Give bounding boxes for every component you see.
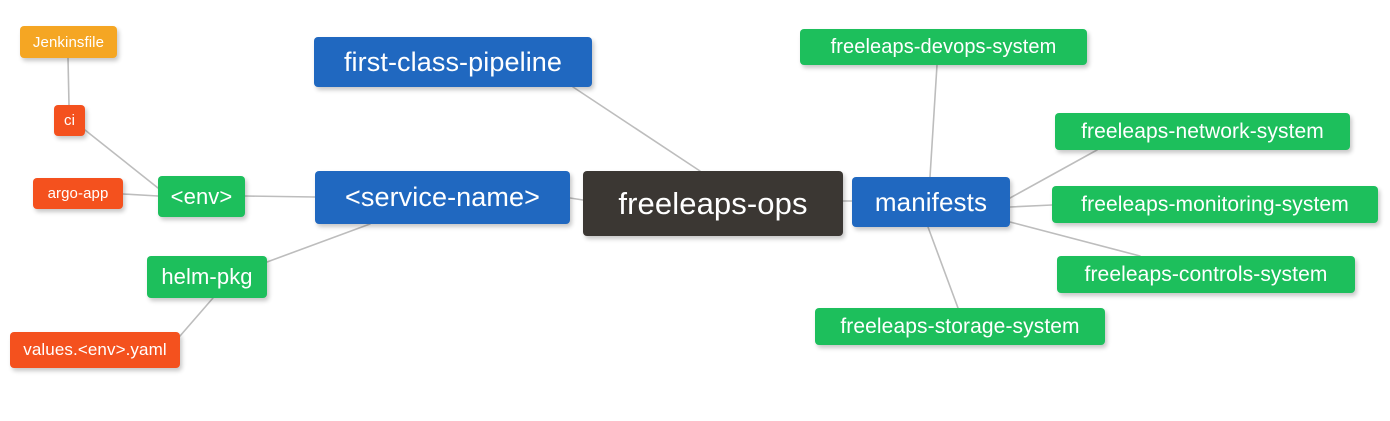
edge-first-class-pipeline-to-freeleaps-ops	[572, 86, 701, 172]
edge-manifests-to-devops-system	[929, 64, 938, 178]
mindmap-node-argo-app[interactable]: argo-app	[33, 178, 123, 209]
edge-ci-to-env	[84, 129, 159, 189]
mindmap-node-devops-system[interactable]: freeleaps-devops-system	[800, 29, 1087, 65]
edge-service-name-to-freeleaps-ops	[569, 197, 584, 201]
edge-values-env-yaml-to-helm-pkg	[179, 297, 214, 337]
edge-jenkinsfile-to-ci	[67, 57, 70, 106]
edge-manifests-to-network-system	[1009, 149, 1098, 199]
mindmap-node-freeleaps-ops[interactable]: freeleaps-ops	[583, 171, 843, 236]
mindmap-node-monitoring-system[interactable]: freeleaps-monitoring-system	[1052, 186, 1378, 223]
edge-manifests-to-monitoring-system	[1009, 204, 1053, 208]
mindmap-node-first-class-pipeline[interactable]: first-class-pipeline	[314, 37, 592, 87]
mindmap-node-network-system[interactable]: freeleaps-network-system	[1055, 113, 1350, 150]
mindmap-node-manifests[interactable]: manifests	[852, 177, 1010, 227]
mindmap-node-storage-system[interactable]: freeleaps-storage-system	[815, 308, 1105, 345]
mindmap-node-service-name[interactable]: <service-name>	[315, 171, 570, 224]
mindmap-node-jenkinsfile[interactable]: Jenkinsfile	[20, 26, 117, 58]
edge-helm-pkg-to-service-name	[266, 223, 371, 263]
mindmap-node-values-env-yaml[interactable]: values.<env>.yaml	[10, 332, 180, 368]
mindmap-node-env[interactable]: <env>	[158, 176, 245, 217]
edge-manifests-to-storage-system	[927, 226, 959, 309]
mindmap-node-ci[interactable]: ci	[54, 105, 85, 136]
mindmap-node-helm-pkg[interactable]: helm-pkg	[147, 256, 267, 298]
edge-argo-app-to-env	[122, 193, 159, 197]
edge-env-to-service-name	[244, 195, 316, 198]
edge-manifests-to-controls-system	[1009, 221, 1141, 257]
mindmap-node-controls-system[interactable]: freeleaps-controls-system	[1057, 256, 1355, 293]
